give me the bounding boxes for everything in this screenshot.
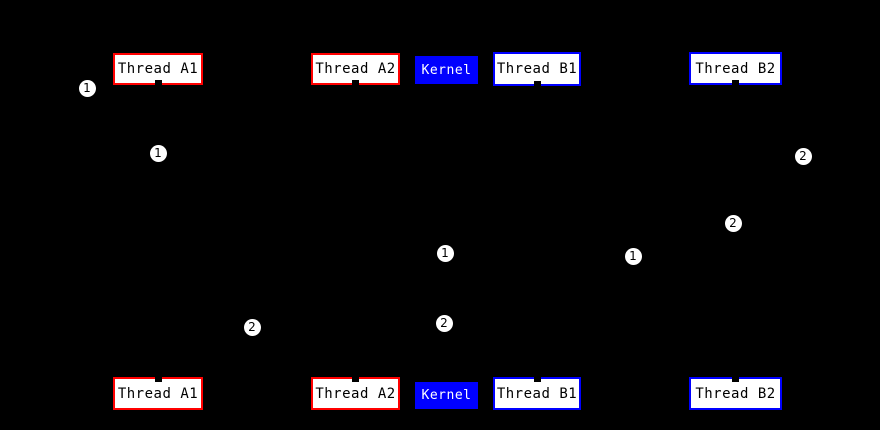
message-number-badge: 1 bbox=[624, 247, 642, 265]
message-number-badge: 2 bbox=[724, 214, 742, 232]
participant-thread-b1-top: Thread B1 bbox=[493, 52, 581, 86]
message-number-badge: 1 bbox=[149, 144, 167, 162]
message-number-badge: 1 bbox=[436, 244, 454, 262]
lifeline-stub bbox=[352, 80, 359, 88]
message-number-badge: 1 bbox=[78, 79, 96, 97]
participant-label: Thread A1 bbox=[117, 385, 199, 402]
lifeline-stub bbox=[732, 80, 739, 88]
participant-label: Thread A1 bbox=[117, 61, 199, 77]
lifeline-stub bbox=[732, 374, 739, 382]
participant-label: Thread B2 bbox=[695, 385, 776, 402]
participant-thread-a2-bottom: Thread A2 bbox=[311, 377, 400, 410]
participant-label: Kernel bbox=[421, 388, 472, 403]
participant-kernel-bottom: Kernel bbox=[415, 382, 478, 409]
lifeline-stub bbox=[533, 81, 541, 89]
participant-label: Thread A2 bbox=[315, 385, 396, 402]
participant-thread-a1-bottom: Thread A1 bbox=[113, 377, 203, 410]
message-number-badge: 2 bbox=[243, 318, 261, 336]
lifeline-stub bbox=[352, 374, 359, 382]
lifeline-stub bbox=[533, 374, 541, 382]
lifeline-stub bbox=[154, 374, 162, 382]
message-number-badge: 2 bbox=[794, 147, 812, 165]
participant-label: Thread B1 bbox=[496, 385, 578, 402]
lifeline-stub bbox=[154, 80, 162, 88]
participant-kernel-top: Kernel bbox=[415, 56, 478, 84]
message-number-badge: 2 bbox=[435, 314, 453, 332]
participant-label: Thread B1 bbox=[496, 61, 578, 77]
participant-label: Kernel bbox=[421, 62, 472, 78]
participant-thread-a1-top: Thread A1 bbox=[113, 53, 203, 85]
participant-label: Thread B2 bbox=[695, 60, 776, 77]
participant-label: Thread A2 bbox=[315, 61, 396, 77]
